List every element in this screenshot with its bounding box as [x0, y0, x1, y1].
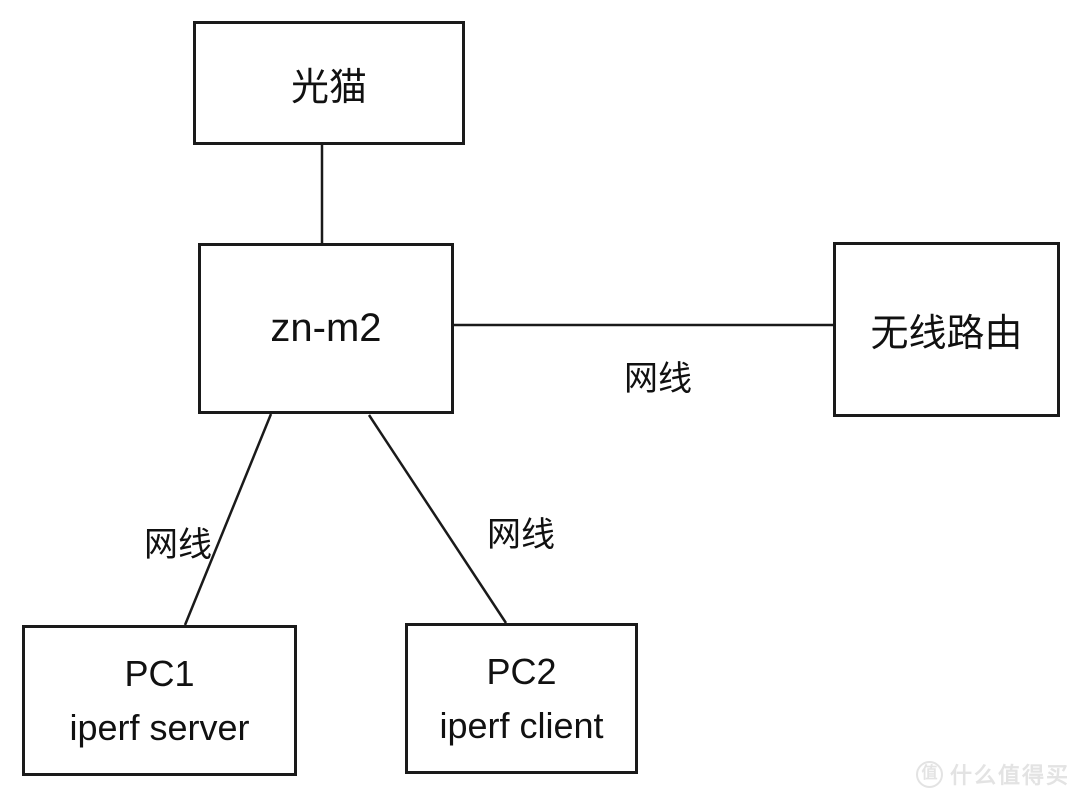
- node-wireless-router-label: 无线路由: [870, 313, 1023, 355]
- edge-label-switch-pc2: 网线: [487, 516, 555, 554]
- edge-label-switch-router: 网线: [624, 360, 692, 398]
- smzdm-logo-icon: 值: [915, 760, 943, 788]
- node-wireless-router: 无线路由: [833, 242, 1060, 417]
- node-pc1-role: iperf server: [69, 706, 250, 748]
- node-pc2-name: PC2: [486, 651, 557, 693]
- node-pc2-role: iperf client: [439, 704, 604, 746]
- node-optical-modem-label: 光猫: [290, 66, 367, 109]
- smzdm-watermark-text: 什么值得买: [949, 763, 1070, 788]
- node-pc1-name: PC1: [124, 653, 195, 695]
- node-pc2: PC2 iperf client: [405, 623, 638, 774]
- wire-switch-to-pc2: [367, 414, 508, 624]
- node-zn-m2-switch: zn-m2: [198, 243, 454, 414]
- wire-switch-to-pc1: [183, 413, 273, 626]
- smzdm-watermark: 值 什么值得买: [915, 758, 1070, 790]
- node-zn-m2-switch-label: zn-m2: [270, 306, 382, 350]
- edge-label-switch-pc1: 网线: [144, 526, 212, 564]
- node-pc1: PC1 iperf server: [22, 625, 297, 776]
- node-optical-modem: 光猫: [193, 21, 465, 145]
